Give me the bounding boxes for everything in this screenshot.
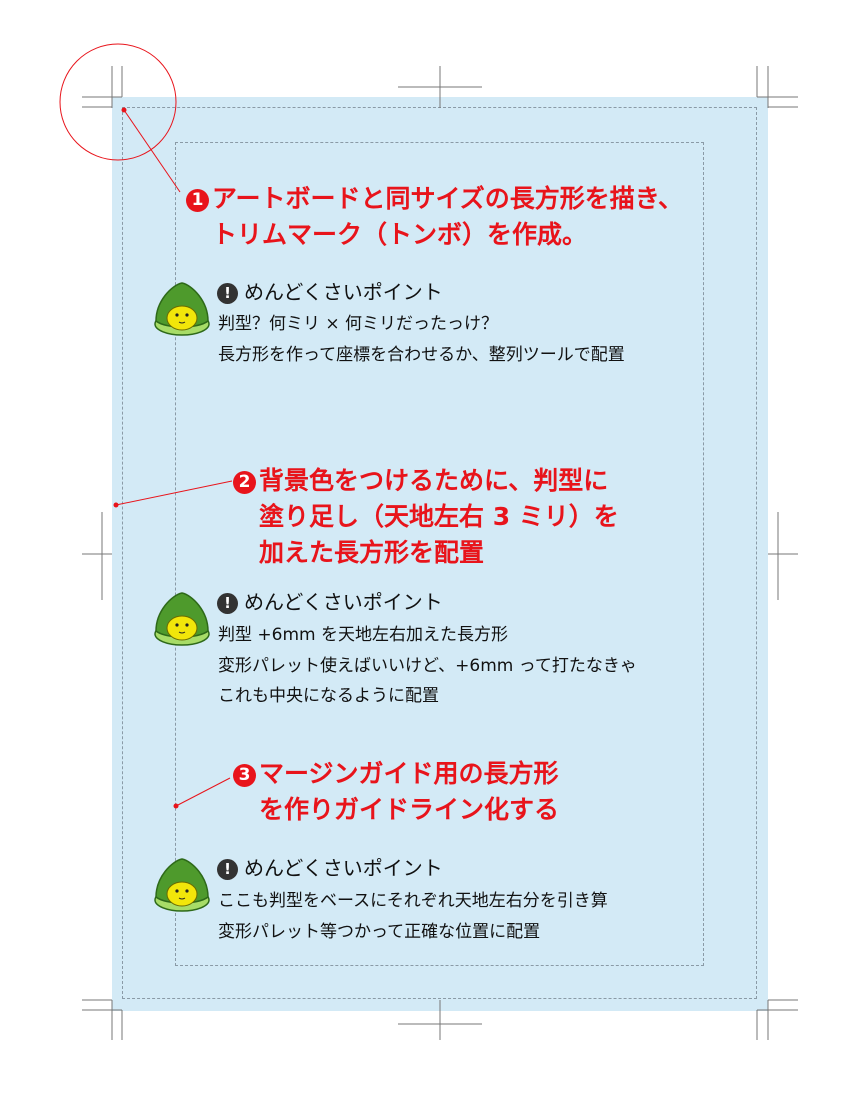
note-2-line-3: これも中央になるように配置	[218, 686, 439, 706]
note-3-heading-text: めんどくさいポイント	[244, 856, 443, 880]
chestnut-mascot-icon	[154, 592, 210, 646]
note-1-line-1: 判型？何ミリ × 何ミリだったっけ？	[218, 314, 499, 334]
chestnut-mascot-icon	[154, 858, 210, 912]
note-1-heading: ! めんどくさいポイント	[217, 279, 443, 305]
step-2-text-3: 加えた長方形を配置	[259, 538, 485, 567]
note-2: ! めんどくさいポイント 判型 +6mm を天地左右加えた長方形 変形パレット使え…	[152, 589, 732, 714]
step-2-text-2: 塗り足し（天地左右 3 ミリ）を	[259, 502, 619, 531]
note-3-line-2: 変形パレット等つかって正確な位置に配置	[218, 922, 541, 942]
note-3-heading: ! めんどくさいポイント	[217, 855, 443, 881]
note-3-line-1: ここも判型をベースにそれぞれ天地左右分を引き算	[218, 891, 608, 911]
exclamation-icon: !	[217, 283, 238, 304]
bleed-background-rect	[112, 97, 768, 1011]
step-2-text-1: 背景色をつけるために、判型に	[259, 466, 609, 495]
exclamation-icon: !	[217, 859, 238, 880]
exclamation-icon: !	[217, 593, 238, 614]
note-3: ! めんどくさいポイント ここも判型をベースにそれぞれ天地左右分を引き算 変形パレ…	[152, 855, 712, 950]
note-2-line-2: 変形パレット使えばいいけど、+6mm って打たなきゃ	[218, 656, 637, 676]
note-1: ! めんどくさいポイント 判型？何ミリ × 何ミリだったっけ？ 長方形を作って座標…	[152, 279, 712, 374]
step-1-text-2: トリムマーク（トンボ）を作成。	[212, 220, 588, 249]
note-1-heading-text: めんどくさいポイント	[244, 280, 443, 304]
step-2-number-badge: 2	[233, 471, 256, 494]
note-2-heading-text: めんどくさいポイント	[244, 590, 443, 614]
step-3-number-badge: 3	[233, 764, 256, 787]
note-1-line-2: 長方形を作って座標を合わせるか、整列ツールで配置	[218, 345, 625, 365]
margin-guide-rect	[175, 142, 704, 966]
step-3-text-2: を作りガイドライン化する	[259, 795, 560, 824]
note-2-line-1: 判型 +6mm を天地左右加えた長方形	[218, 625, 508, 645]
step-1-number-badge: 1	[186, 189, 209, 212]
chestnut-mascot-icon	[154, 282, 210, 336]
step-3-text-1: マージンガイド用の長方形	[259, 759, 559, 788]
step-1-text-1: アートボードと同サイズの長方形を描き、	[212, 184, 684, 213]
note-2-heading: ! めんどくさいポイント	[217, 589, 443, 615]
